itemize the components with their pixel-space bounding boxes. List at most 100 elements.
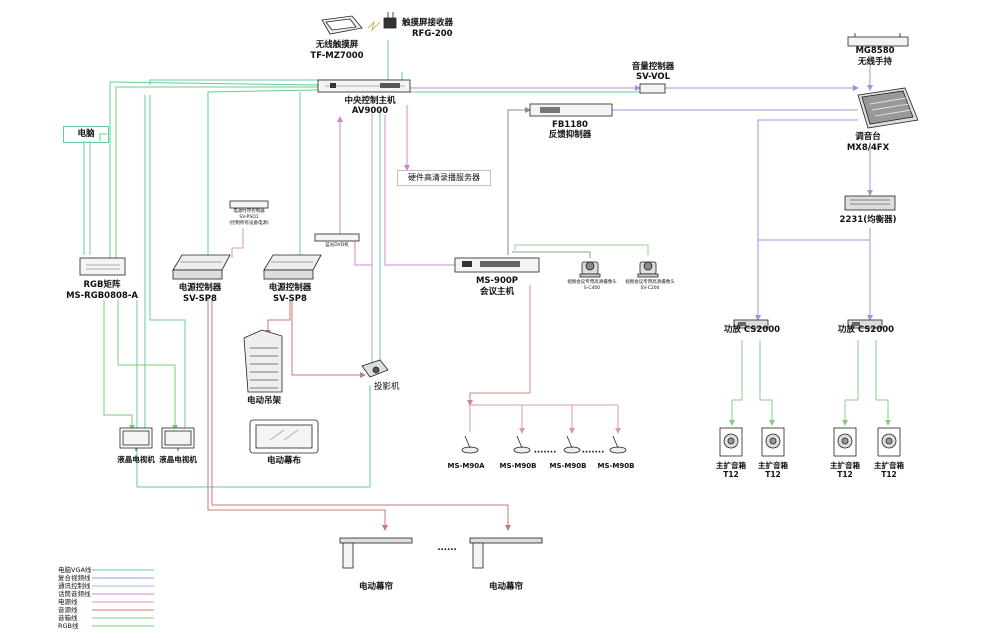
arrow [867,85,873,91]
wireless-mic-receiver-device [847,33,909,47]
arrow [360,372,366,378]
conference-host-device [454,257,540,273]
touch-screen-name: 无线触摸屏 [315,40,359,50]
microphone-device [609,435,627,454]
curtain2-name: 电动幕帘 [488,582,524,592]
legend-label: 电源线 [58,598,78,606]
arrow [404,165,410,171]
dvd-device [314,233,360,242]
spk4-name: 主扩音箱 [874,461,904,470]
spk1-model: T12 [723,470,739,479]
touch-receiver-name: 触摸屏接收器 [402,18,454,28]
arrow [635,85,641,91]
legend-label: 音源线 [58,606,78,614]
legend-label: 复合视频线 [58,574,91,582]
touch-receiver-model: RFG-200 [412,29,453,39]
legend-label: 电脑VGA线 [58,566,92,574]
camera2-model: SV-C200 [640,286,660,291]
power1-name: 电源控制器 [178,283,222,293]
mixer-name: 调音台 [855,132,881,142]
speaker-device [761,427,785,457]
recorder-box: 硬件高清录播服务器 [397,170,491,186]
power-line [207,298,386,530]
screen-name: 电动幕布 [266,456,302,466]
tv-device [161,427,195,451]
speaker-line [875,340,889,425]
speaker-device [877,427,901,457]
arrow [505,525,511,531]
arrow [519,428,525,434]
mic3-model: MS-M90B [549,462,587,470]
arrow [337,116,343,122]
speaker-line [759,340,773,425]
conf-line [514,244,649,255]
volume-ctrl-name: 音量控制器 [631,62,675,72]
mic4-model: MS-M90B [597,462,635,470]
audio-line [507,109,530,255]
camera1-name: 视频会议专用高清摄像头 [567,280,617,285]
arrow [867,190,873,196]
mic-dots: ······· [581,448,605,458]
vga-line [207,89,319,258]
legend-swatches [92,569,154,627]
arrow [569,428,575,434]
speaker-device [833,427,857,457]
spk3-name: 主扩音箱 [830,461,860,470]
vga-line [115,86,318,262]
feedback-name: 反馈抑制器 [548,130,592,140]
power1-model: SV-SP8 [183,294,217,304]
conf-line [512,251,591,258]
legend-label: RGB线 [58,622,79,630]
spk3-model: T12 [837,470,853,479]
arrow [769,420,775,426]
curtain-device [339,537,413,569]
microphone-device [513,435,531,454]
mic-line [354,240,372,266]
wireless-icon [367,20,381,32]
power-line [267,300,291,335]
mg8580-name: 无线手持 [857,57,893,67]
volume-ctrl-model: SV-VOL [635,72,671,82]
amp1-name: 功放 CS2000 [723,325,781,335]
microphone-device [461,435,479,454]
power2-model: SV-SP8 [273,294,307,304]
vga-line [109,81,319,262]
conf-host-model: MS-900P [475,276,519,286]
rgb-line [117,300,176,430]
speaker-device [719,427,743,457]
rgb-matrix-name: RGB矩阵 [83,280,121,290]
electric-screen-device [249,419,319,454]
conf-line [469,285,531,405]
vga-line [149,72,403,85]
feedback-model: FB1180 [552,120,588,130]
microphone-device [563,435,581,454]
electric-lift-device [243,329,283,393]
legend-label: 通讯控制线 [58,582,91,590]
timer-device [229,200,269,209]
rgb-matrix-device [79,257,126,276]
audio-line [757,228,871,320]
conf-host-name: 会议主机 [479,287,515,297]
amp2-name: 功放 CS2000 [837,325,895,335]
arrow [615,428,621,434]
amplifier-device [847,319,883,329]
rgb-line [99,133,107,141]
central-host-model: AV9000 [351,106,389,116]
touch-screen-model: TF-MZ7000 [310,51,364,61]
power-controller-device [263,254,322,280]
arrow [729,420,735,426]
legend-label: 音箱线 [58,614,78,622]
curtain1-name: 电动幕帘 [358,582,394,592]
projector-device [361,359,389,378]
spk2-model: T12 [765,470,781,479]
arrow [755,315,761,321]
projector-name: 投影机 [374,382,400,392]
volume-ctrl-device [639,83,666,94]
power-controller-device [172,254,231,280]
legend-label: 话筒音频线 [58,590,91,598]
rgb-line [136,300,371,488]
rgb-matrix-model: MS-RGB0808-A [66,291,138,301]
camera-device [579,261,601,278]
dvd-name: 蓝光DVD机 [325,243,349,248]
central-host-name: 中央控制主机 [344,96,396,106]
